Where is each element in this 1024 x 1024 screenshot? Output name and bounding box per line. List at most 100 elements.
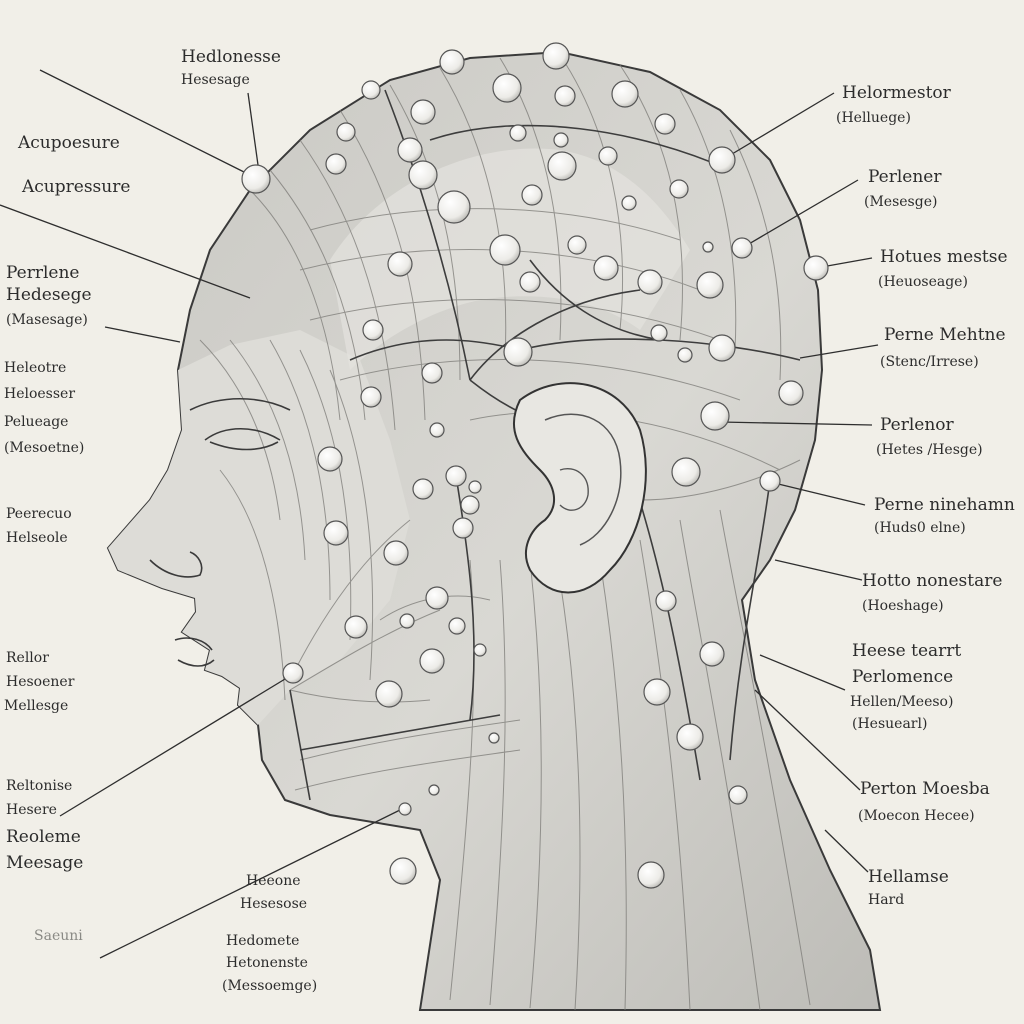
acupoint (473, 643, 487, 657)
lower-lip (177, 659, 215, 667)
acupoint (325, 153, 347, 175)
acupoint (521, 184, 543, 206)
acupoint (468, 480, 482, 494)
label-left-a2: Hedesege (6, 285, 92, 305)
ear (512, 382, 647, 594)
acupoint (419, 648, 445, 674)
acupoint (702, 241, 714, 253)
acupoint (669, 179, 689, 199)
upper-lip (174, 637, 213, 651)
acupoint (654, 113, 676, 135)
label-r1a: Helormestor (842, 83, 952, 103)
label-r6a: Perne ninehamn (874, 495, 1015, 515)
acupoint (429, 422, 445, 438)
acupoint (323, 520, 349, 546)
eyebrow (189, 398, 291, 411)
label-mid-a1: Heeone (246, 873, 301, 889)
acupoint (671, 457, 701, 487)
acupoint (375, 680, 403, 708)
label-left-b2: Heloesser (4, 386, 75, 402)
label-r3a: Hotues mestse (880, 247, 1008, 267)
label-left-e3: Mellesge (4, 698, 68, 714)
acupoint (387, 251, 413, 277)
acupoint (643, 678, 671, 706)
acupoint (383, 540, 409, 566)
label-left-f2: Hesere (6, 802, 57, 818)
label-mid-b1: Hedomete (226, 933, 299, 949)
acupoint (410, 99, 436, 125)
acupoint (637, 861, 665, 889)
acupoint (593, 255, 619, 281)
label-mid-a2: Hesesose (240, 896, 307, 912)
acupoint (489, 234, 521, 266)
label-left-d1: Peerecuo (6, 506, 72, 522)
label-r10b: Hard (868, 892, 904, 908)
acupoint (437, 190, 471, 224)
acupoint (336, 122, 356, 142)
acupoint (448, 617, 466, 635)
acupoint (389, 857, 417, 885)
labels-middle: Heeone Hesesose Hedomete Hetonenste (Mes… (222, 873, 317, 994)
acupoint (421, 362, 443, 384)
label-left-e2: Hesoener (6, 674, 75, 690)
label-r8d: (Hesuearl) (852, 716, 927, 732)
acupoint (708, 146, 736, 174)
label-r9a: Perton Moesba (860, 779, 990, 799)
acupoint (412, 478, 434, 500)
label-left-a1: Perrlene (6, 263, 80, 283)
label-acupressure-2: Acupressure (21, 177, 130, 197)
label-r4b: (Stenc/Irrese) (880, 354, 979, 370)
acupoint (452, 517, 474, 539)
acupoint (488, 732, 500, 744)
acupoint (731, 237, 753, 259)
label-mid-b2: Hetonenste (226, 955, 308, 971)
acupoint (803, 255, 829, 281)
acupoint (700, 401, 730, 431)
label-left-f1: Reltonise (6, 778, 72, 794)
acupoint (398, 802, 412, 816)
label-left-c2: (Mesoetne) (4, 440, 84, 456)
acupoint (621, 195, 637, 211)
acupoint (553, 132, 569, 148)
label-r8c: Hellen/Meeso) (850, 694, 953, 710)
acupressure-points (241, 42, 829, 889)
label-r9b: (Moecon Hecee) (858, 808, 975, 824)
labels-right: Helormestor (Helluege) Perlener (Mesesge… (836, 83, 1015, 908)
label-r10a: Hellamse (868, 867, 949, 887)
label-left-h: Saeuni (34, 928, 83, 944)
label-left-e1: Rellor (6, 650, 49, 666)
acupoint (492, 73, 522, 103)
acupoint (408, 160, 438, 190)
acupoint (554, 85, 576, 107)
acupoint (699, 641, 725, 667)
acupoint (425, 586, 449, 610)
label-r1b: (Helluege) (836, 110, 911, 126)
acupoint (344, 615, 368, 639)
label-r2a: Perlener (868, 167, 942, 187)
label-left-c1: Pelueage (4, 414, 68, 430)
label-top-left-1: Hedlonesse (181, 47, 281, 67)
acupoint (362, 319, 384, 341)
acupoint (676, 723, 704, 751)
acupoint (241, 164, 271, 194)
label-r5a: Perlenor (880, 415, 955, 435)
label-r3b: (Heuoseage) (878, 274, 968, 290)
head-silhouette (106, 50, 882, 1011)
label-left-b1: Heleotre (4, 360, 66, 376)
label-r7b: (Hoeshage) (862, 598, 944, 614)
acupoint (637, 269, 663, 295)
label-mid-b3: (Messoemge) (222, 978, 317, 994)
acupoint (708, 334, 736, 362)
label-r7a: Hotto nonestare (862, 571, 1002, 591)
callout-lines (0, 69, 879, 959)
nostril (149, 551, 203, 578)
acupoint (567, 235, 587, 255)
acupoint (519, 271, 541, 293)
face-features (149, 398, 291, 667)
acupoint (317, 446, 343, 472)
acupoint (428, 784, 440, 796)
label-r5b: (Hetes /Hesge) (876, 442, 983, 458)
acupoint (439, 49, 465, 75)
label-top-left-2: Hesesage (181, 72, 250, 88)
